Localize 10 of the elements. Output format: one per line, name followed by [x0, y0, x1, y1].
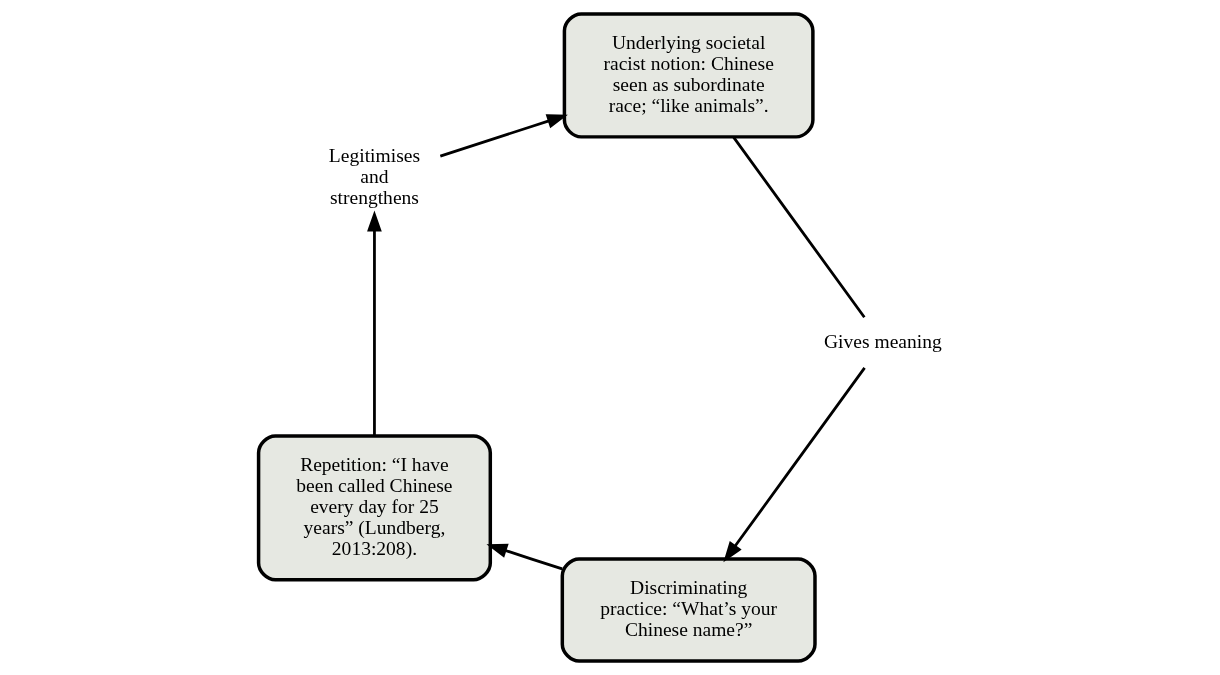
- connector: [732, 136, 865, 319]
- node-box: Repetition: “I have been called Chinese every day for 25 years” (Lundberg, 2013:208).: [256, 434, 492, 582]
- arrow: [722, 367, 866, 563]
- arrow: [485, 543, 563, 571]
- arrow: [439, 114, 568, 158]
- node-box: Discriminating practice: “What’s your Chinese name?”: [560, 557, 817, 663]
- node-text: Legitimises and strengthens: [328, 144, 420, 208]
- node-text: Gives meaning: [823, 330, 942, 352]
- arrow: [366, 210, 382, 436]
- node-box: Underlying societal racist notion: Chinese seen as subordinate race; “like animals”.: [562, 12, 815, 139]
